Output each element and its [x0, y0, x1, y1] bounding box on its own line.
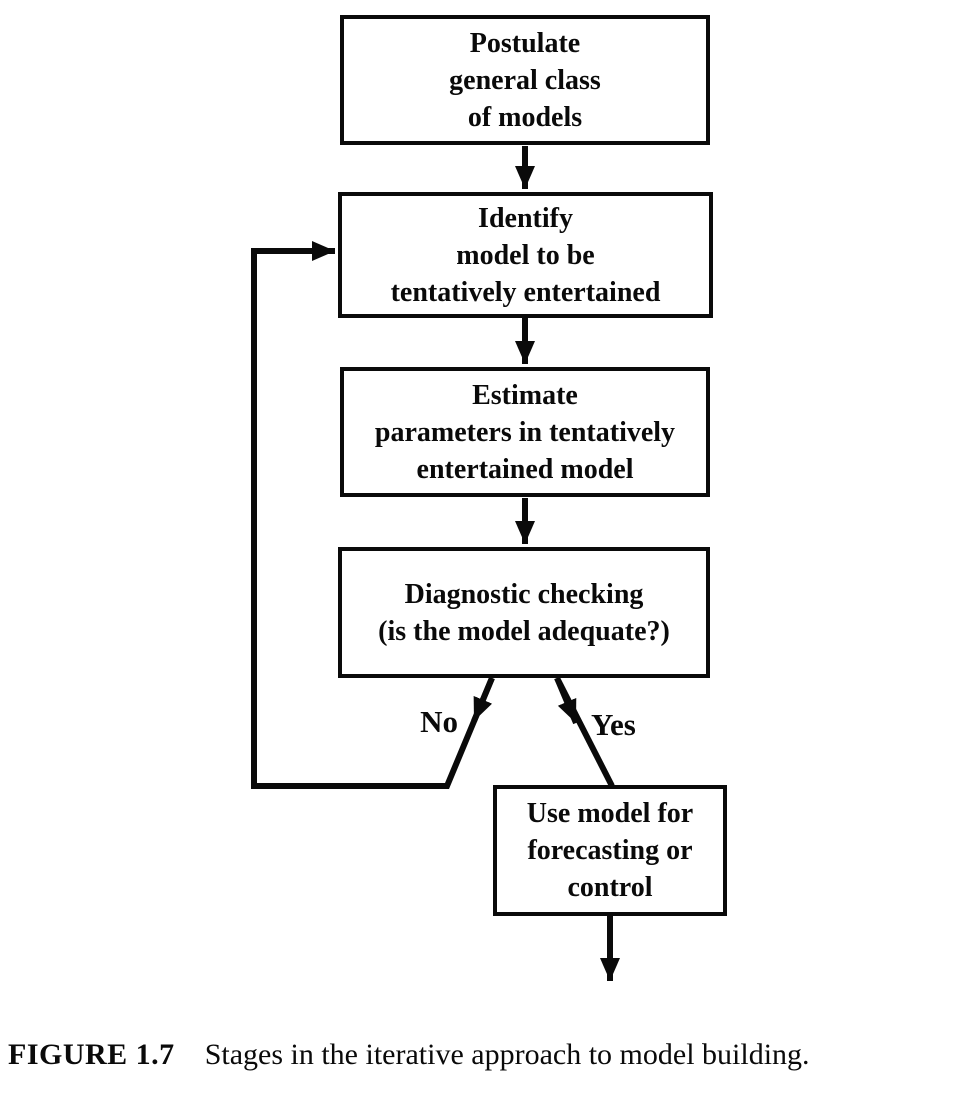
- feedback-loop-line: [251, 241, 495, 789]
- node-line: Estimate: [472, 379, 578, 411]
- node-line: parameters in tentatively: [374, 416, 676, 448]
- yes-branch-arrowhead-segment: [554, 676, 579, 725]
- node-identify-box: Identify model to be tentatively enterta…: [338, 192, 713, 318]
- no-branch-arrowhead-segment: [471, 676, 495, 723]
- node-line: (is the model adequate?): [378, 615, 670, 647]
- yes-label: Yes: [591, 707, 636, 742]
- node-estimate-box: Estimate parameters in tentatively enter…: [340, 367, 710, 497]
- node-line: Diagnostic checking: [404, 578, 644, 610]
- node-line: entertained model: [416, 453, 634, 485]
- node-line: Use model for: [526, 798, 694, 829]
- node-line: of models: [467, 101, 583, 133]
- node-line: tentatively entertained: [390, 276, 661, 308]
- node-line: Postulate: [469, 27, 581, 59]
- node-line: control: [567, 872, 653, 903]
- caption-label: FIGURE 1.7: [8, 1038, 175, 1071]
- node-line: Identify: [478, 202, 573, 234]
- node-line: model to be: [456, 239, 595, 271]
- node-diagnostic-box: Diagnostic checking (is the model adequa…: [338, 547, 710, 678]
- caption-text: Stages in the iterative approach to mode…: [204, 1038, 810, 1071]
- node-use-model-box: Use model for forecasting or control: [493, 785, 727, 916]
- node-line: forecasting or: [527, 835, 693, 866]
- node-postulate-box: Postulate general class of models: [340, 15, 710, 145]
- no-label: No: [420, 704, 458, 739]
- node-line: general class: [449, 64, 601, 96]
- figure-caption: FIGURE 1.7 Stages in the iterative approa…: [8, 1036, 970, 1074]
